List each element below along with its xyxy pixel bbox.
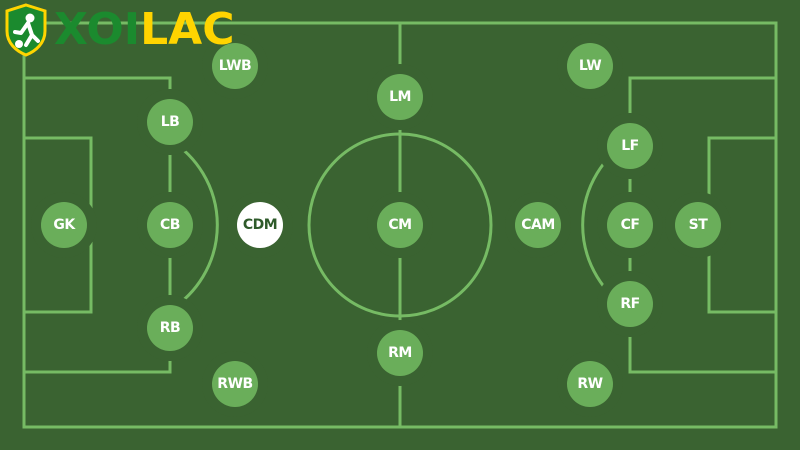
- position-cm[interactable]: CM: [377, 202, 423, 248]
- position-cb[interactable]: CB: [147, 202, 193, 248]
- brand-part1: XOI: [54, 4, 141, 55]
- position-cdm[interactable]: CDM: [237, 202, 283, 248]
- left-goal-area: [24, 136, 93, 314]
- position-rwb[interactable]: RWB: [212, 361, 258, 407]
- position-cf[interactable]: CF: [607, 202, 653, 248]
- position-rb[interactable]: RB: [147, 305, 193, 351]
- shield-player-icon: [5, 3, 47, 57]
- position-st[interactable]: ST: [675, 202, 721, 248]
- position-lw[interactable]: LW: [567, 43, 613, 89]
- position-lwb[interactable]: LWB: [212, 43, 258, 89]
- center-circle: [307, 132, 493, 318]
- position-lb[interactable]: LB: [147, 99, 193, 145]
- position-lf[interactable]: LF: [607, 123, 653, 169]
- position-rw[interactable]: RW: [567, 361, 613, 407]
- position-rf[interactable]: RF: [607, 281, 653, 327]
- right-penalty-arc: [581, 138, 631, 312]
- brand-part2: LAC: [140, 4, 235, 55]
- position-cam[interactable]: CAM: [515, 202, 561, 248]
- position-lm[interactable]: LM: [377, 74, 423, 120]
- brand-wordmark: XOILAC: [54, 8, 235, 52]
- left-penalty-arc: [169, 138, 219, 312]
- position-rm[interactable]: RM: [377, 330, 423, 376]
- position-gk[interactable]: GK: [41, 202, 87, 248]
- brand-logo: XOILAC: [4, 2, 235, 58]
